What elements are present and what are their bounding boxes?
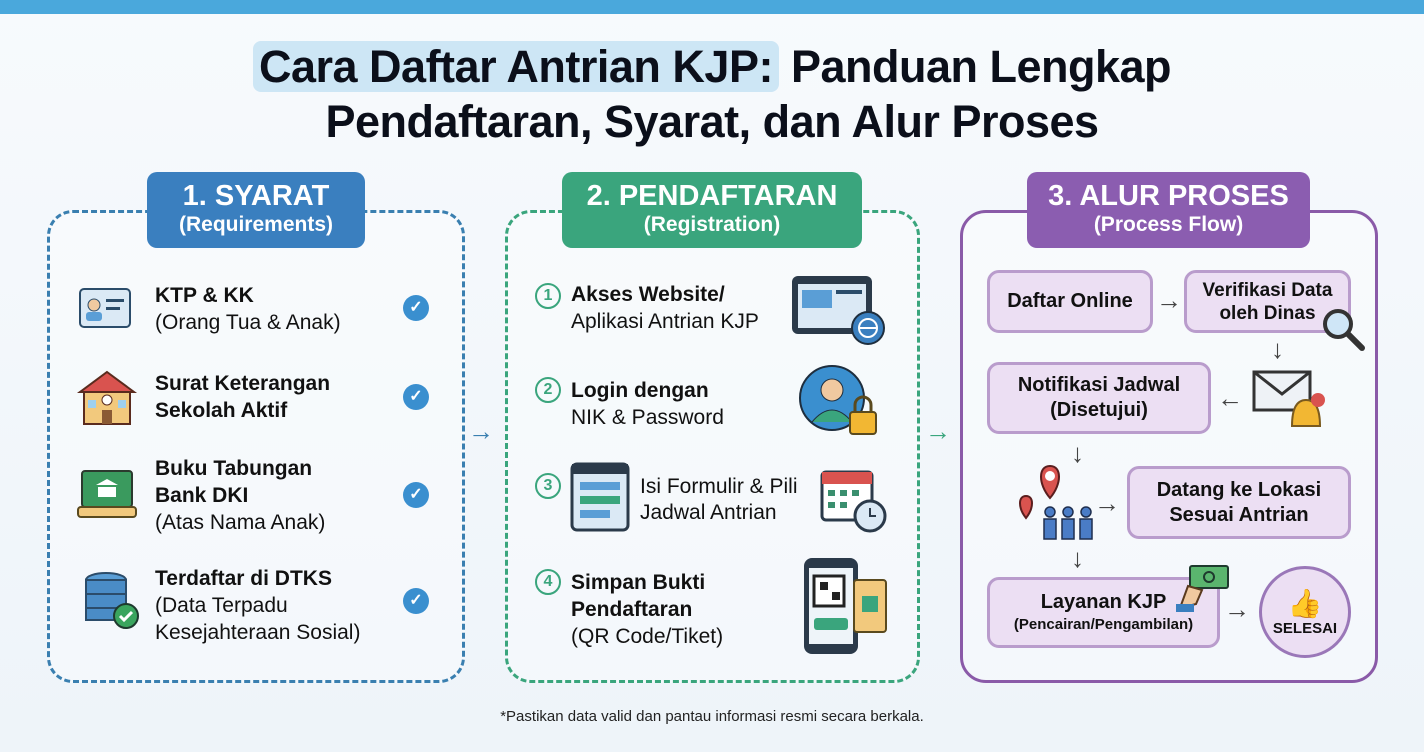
page-subtitle: Pendaftaran, Syarat, dan Alur Proses (325, 96, 1099, 147)
step-title: Simpan Bukti (571, 571, 706, 594)
item-desc: (Data Terpadu (155, 594, 288, 617)
header-title: 2. PENDAFTARAN (586, 180, 838, 212)
step-desc: (QR Code/Tiket) (571, 625, 724, 648)
arrow-down-icon: ↓ (1071, 543, 1084, 573)
flow-label: SELESAI (1272, 619, 1338, 637)
website-icon (792, 276, 885, 345)
qr-phone-icon (804, 558, 887, 654)
flow-label: Daftar Online (1007, 290, 1133, 312)
title-rest: Panduan Lengkap (778, 41, 1172, 92)
alur-header: 3. ALUR PROSES(Process Flow) (1027, 172, 1310, 248)
requirement-ktp: KTP & KK (Orang Tua & Anak) (155, 282, 341, 336)
item-title: Surat Keterangan (155, 372, 331, 395)
money-hand-icon (1176, 565, 1229, 612)
step-number: 3 (535, 473, 561, 499)
flow-daftar-online: Daftar Online (987, 270, 1153, 333)
header-sub: (Process Flow) (1093, 213, 1244, 236)
arrow-down-icon: ↓ (1071, 438, 1084, 468)
check-icon: ✓ (403, 482, 429, 508)
item-title: Buku Tabungan (155, 457, 313, 480)
step-akses: Akses Website/Aplikasi Antrian KJP (571, 281, 759, 335)
item-title: Sekolah Aktif (155, 399, 288, 422)
flow-notifikasi: Notifikasi Jadwal (Disetujui) (987, 362, 1211, 434)
location-queue-icon (1019, 464, 1093, 540)
id-card-icon (79, 288, 131, 328)
check-icon: ✓ (403, 588, 429, 614)
step-title: Pendaftaran (571, 598, 693, 621)
step-title: Login dengan (571, 379, 709, 402)
flow-label: Sesuai Antrian (1169, 503, 1309, 526)
step-desc: Aplikasi Antrian KJP (571, 310, 759, 333)
item-desc: (Orang Tua & Anak) (155, 311, 341, 334)
flow-label: Layanan KJP (1040, 591, 1167, 613)
flow-label: Notifikasi Jadwal (1017, 374, 1181, 396)
arrow-down-icon: ↓ (1271, 334, 1284, 364)
syarat-header: 1. SYARAT(Requirements) (147, 172, 365, 248)
arrow-left-icon: ← (1217, 383, 1243, 413)
pendaftaran-header: 2. PENDAFTARAN(Registration) (562, 172, 862, 248)
thumbs-up-icon: 👍 (1287, 587, 1323, 619)
title-highlight: Cara Daftar Antrian KJP: (252, 41, 779, 92)
step-desc: Jadwal Antrian (640, 501, 777, 524)
arrow-right-icon: → (925, 416, 951, 446)
bank-book-icon (77, 470, 137, 518)
check-icon: ✓ (403, 384, 429, 410)
flow-label: Datang ke Lokasi (1156, 478, 1322, 501)
arrow-right-icon: → (468, 416, 494, 446)
arrow-right-icon: → (1094, 488, 1120, 518)
arrow-right-icon: → (1156, 285, 1182, 315)
page-title: Cara Daftar Antrian KJP: Panduan Lengkap (0, 40, 1424, 94)
flow-layanan: Layanan KJP (Pencairan/Pengambilan) (987, 577, 1220, 648)
top-bar (0, 0, 1424, 14)
step-title: Akses Website/ (571, 283, 725, 306)
school-icon (76, 370, 138, 425)
flow-label: oleh Dinas (1219, 302, 1316, 324)
header-title: 3. ALUR PROSES (1048, 180, 1289, 212)
check-icon: ✓ (403, 295, 429, 321)
arrow-right-icon: → (1224, 594, 1250, 624)
step-number: 4 (535, 569, 561, 595)
database-icon (85, 572, 139, 629)
header-sub: (Requirements) (178, 213, 334, 236)
flow-label: (Disetujui) (1050, 399, 1148, 421)
magnifier-icon (1323, 309, 1365, 351)
header-title: 1. SYARAT (182, 180, 330, 212)
form-icon (570, 462, 630, 532)
flow-label: (Pencairan/Pengambilan) (1013, 616, 1194, 633)
mail-bell-icon (1252, 370, 1325, 427)
item-title: Bank DKI (155, 484, 249, 507)
item-desc: Kesejahteraan Sosial) (155, 621, 361, 644)
item-title: Terdaftar di DTKS (155, 567, 332, 590)
step-desc: Isi Formulir & Pili (640, 475, 798, 498)
calendar-clock-icon (820, 470, 887, 533)
item-title: KTP & KK (155, 284, 254, 307)
step-number: 2 (535, 377, 561, 403)
flow-label: Verifikasi Data (1202, 279, 1333, 301)
step-desc: NIK & Password (571, 406, 724, 429)
item-desc: (Atas Nama Anak) (155, 511, 326, 534)
header-sub: (Registration) (643, 213, 781, 236)
footer-note: *Pastikan data valid dan pantau informas… (500, 708, 924, 725)
user-lock-icon (799, 365, 877, 435)
flow-selesai: 👍 SELESAI (1259, 566, 1351, 658)
step-number: 1 (535, 283, 561, 309)
